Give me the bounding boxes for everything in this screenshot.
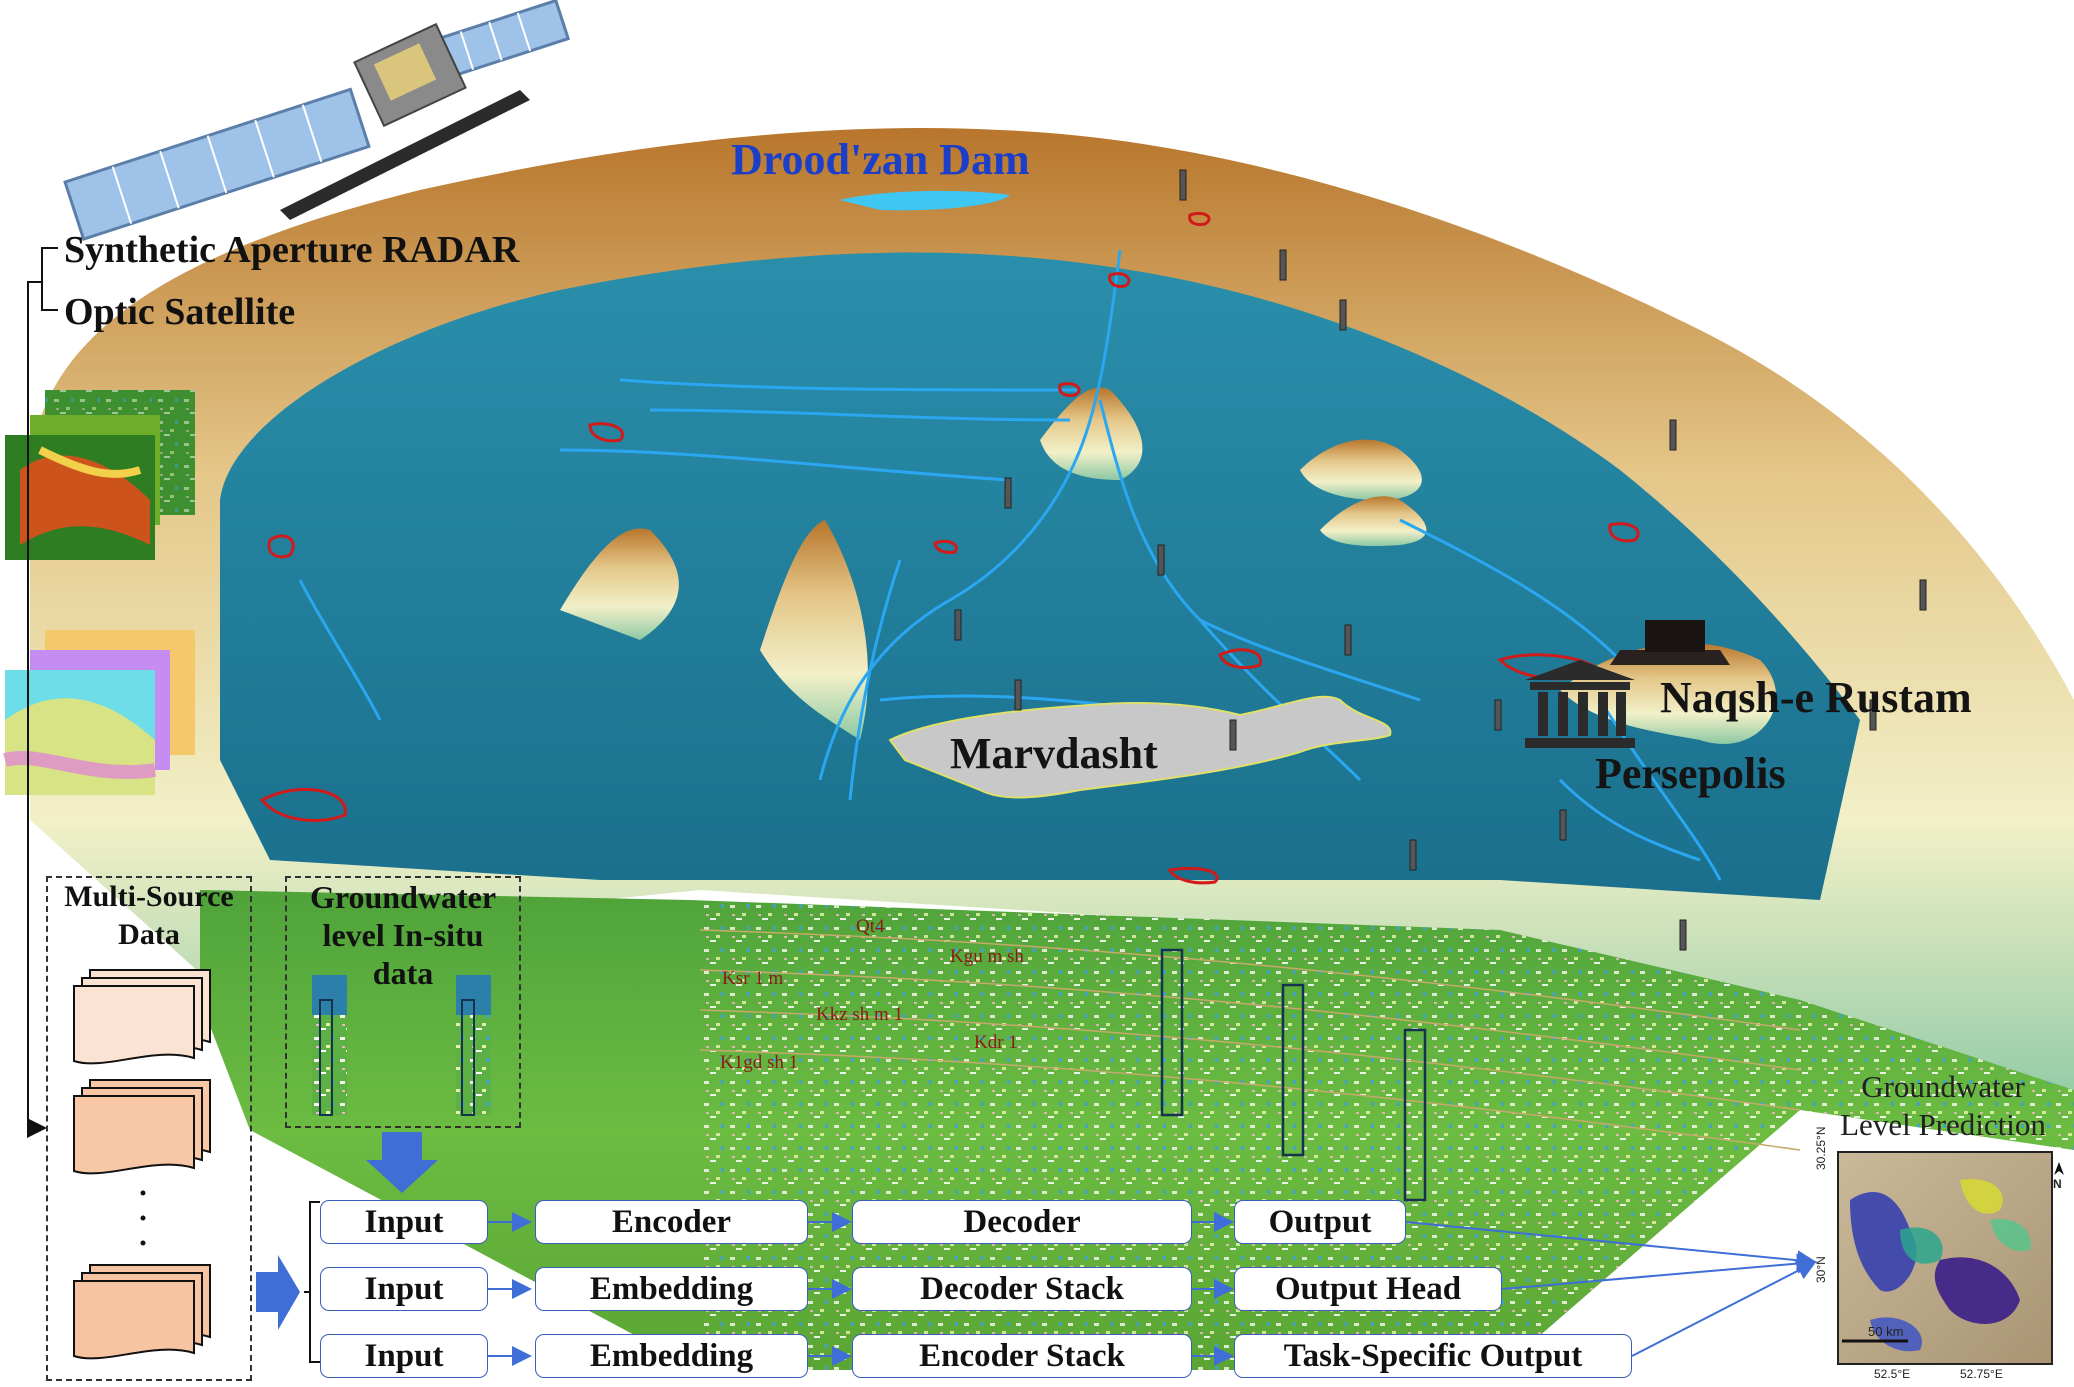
city-label: Marvdasht — [950, 729, 1158, 778]
sar-image-stack — [3, 630, 195, 795]
geology-unit-label: Kgu m sh — [950, 946, 1024, 967]
source-bracket — [27, 247, 58, 1138]
geology-unit-label: Kkz sh m 1 — [816, 1004, 904, 1025]
multi-source-title: Multi-Source Data — [64, 880, 234, 951]
optic-image-stack — [5, 390, 195, 560]
pipeline-2-output-head: Output Head — [1234, 1267, 1502, 1311]
hill — [1040, 387, 1143, 480]
hill — [1560, 643, 1777, 744]
observation-wells — [954, 169, 1927, 951]
hill — [760, 520, 868, 740]
lon-tick: 52.5°E — [1874, 1367, 1911, 1381]
dam-lake — [840, 190, 1010, 211]
marvdasht-city — [888, 695, 1392, 799]
multi-source-documents — [73, 969, 211, 1360]
lat-tick: 30°N — [1814, 1256, 1828, 1283]
in-situ-well-images — [312, 975, 491, 1116]
persepolis-temple-icon — [1525, 660, 1635, 748]
satellite-icon — [63, 0, 571, 242]
settlement-boundaries — [259, 211, 1640, 885]
optic-label: Optic Satellite — [64, 291, 296, 333]
geology-unit-label: Qt4 — [856, 916, 885, 937]
hill — [1300, 439, 1422, 500]
ellipsis-dots — [140, 1190, 146, 1246]
down-arrow — [366, 1132, 438, 1193]
pipeline-1-input: Input — [320, 1200, 488, 1244]
valley-plain — [220, 252, 1860, 901]
well-casings — [1160, 948, 1427, 1202]
pipeline-1-output: Output — [1234, 1200, 1406, 1244]
geology-speckle — [690, 900, 2074, 1370]
geology-unit-label: Ksr 1 m — [722, 968, 784, 989]
pipeline-2-input: Input — [320, 1267, 488, 1311]
output-connectors — [1405, 1221, 1817, 1357]
sar-label: Synthetic Aperture RADAR — [64, 229, 520, 271]
dam-label: Drood'zan Dam — [731, 135, 1030, 184]
pipeline-2-decoder-stack: Decoder Stack — [852, 1267, 1192, 1311]
lat-tick: 30.25°N — [1814, 1126, 1828, 1171]
prediction-map — [1837, 1151, 2064, 1365]
right-arrow — [256, 1255, 300, 1330]
pipeline-1-encoder: Encoder — [535, 1200, 808, 1244]
multi-source-box: Multi-Source Data — [46, 876, 252, 1381]
persepolis-label: Persepolis — [1595, 749, 1786, 798]
lon-tick: 52.75°E — [1960, 1367, 2003, 1381]
pipeline-brace — [304, 1201, 320, 1363]
pipeline-3-task-specific-output: Task-Specific Output — [1234, 1334, 1632, 1378]
hill — [1320, 496, 1427, 547]
pipeline-2-embedding: Embedding — [535, 1267, 808, 1311]
naqsh-label: Naqsh-e Rustam — [1660, 673, 1972, 722]
groundwater-in-situ-title: Groundwater level In-situ data — [309, 879, 497, 991]
pipeline-1-decoder: Decoder — [852, 1200, 1192, 1244]
north-arrow-label: N — [2053, 1177, 2062, 1191]
groundwater-in-situ-box: Groundwater level In-situ data — [285, 876, 521, 1128]
prediction-title: Groundwater Level Prediction — [1840, 1069, 2046, 1142]
pipeline-3-input: Input — [320, 1334, 488, 1378]
pipeline-3-encoder-stack: Encoder Stack — [852, 1334, 1192, 1378]
geology-strata-lines — [699, 929, 1801, 1151]
pipeline-3-embedding: Embedding — [535, 1334, 808, 1378]
geology-unit-label: Kdr 1 — [974, 1032, 1018, 1053]
pipeline-arrows — [488, 1212, 1234, 1366]
geology-unit-label: K1gd sh 1 — [720, 1052, 799, 1073]
scale-bar-label: 50 km — [1868, 1324, 1904, 1339]
naqsh-rustam-tomb-icon — [1610, 620, 1730, 665]
hill — [560, 528, 679, 640]
